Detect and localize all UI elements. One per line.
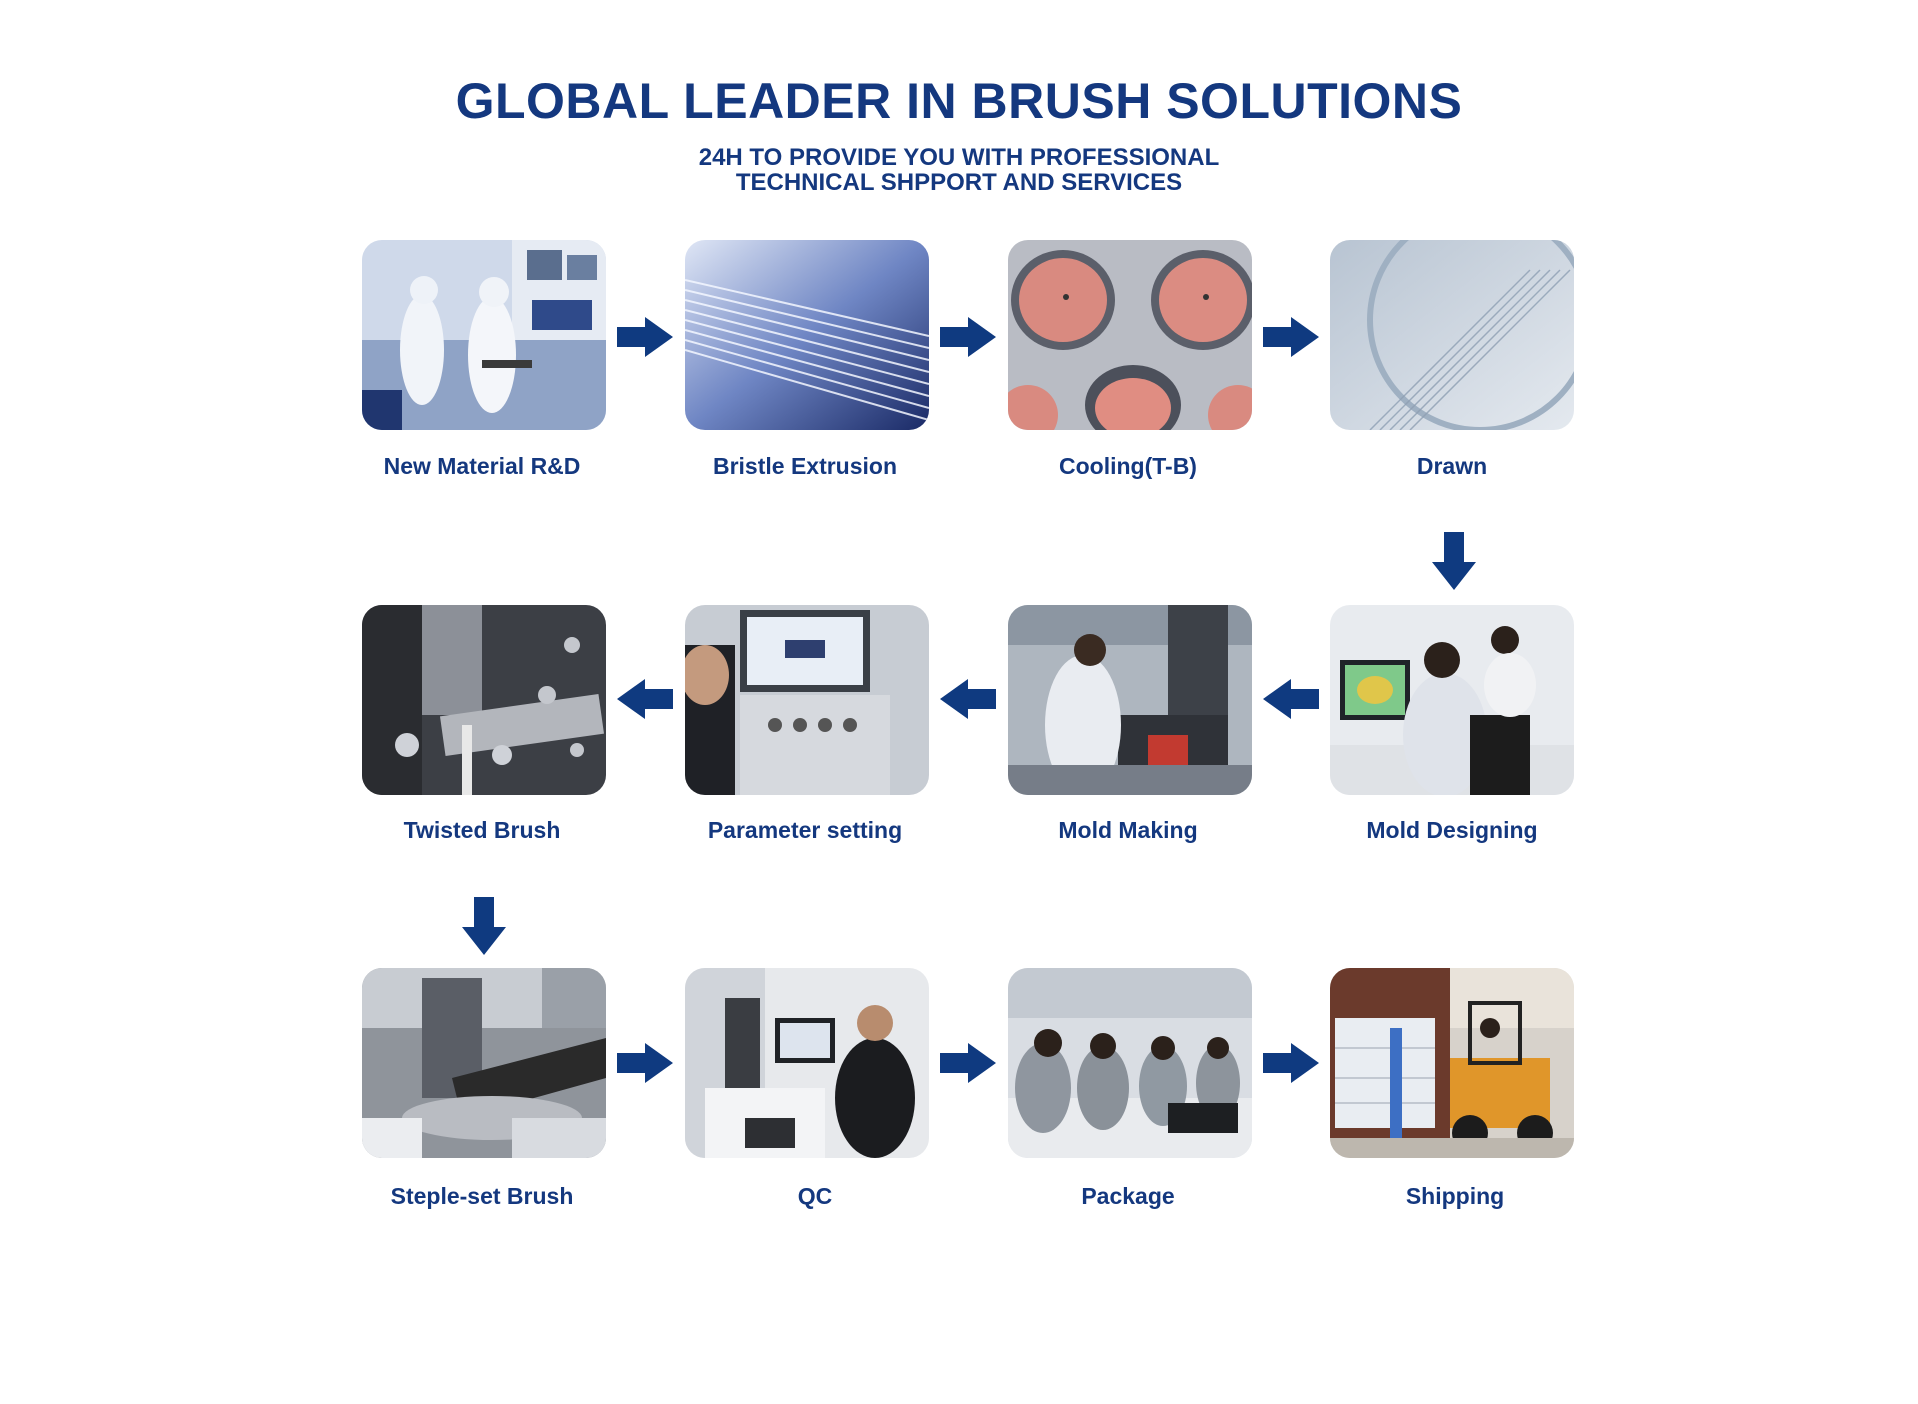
page-subtitle-line-2: TECHNICAL SHPPORT AND SERVICES (735, 169, 1183, 196)
arrow-down-icon (1432, 532, 1476, 590)
arrow-down-icon (462, 897, 506, 955)
step-label: Shipping (1405, 1183, 1505, 1209)
arrow-right-icon (1263, 317, 1319, 357)
mold-designing-photo (1330, 605, 1574, 795)
step-label: Cooling(T-B) (1059, 453, 1197, 479)
parameter-setting-photo (685, 605, 929, 795)
arrow-right-icon (940, 1043, 996, 1083)
cooling-spools-photo (1008, 240, 1252, 430)
drawn-filament-photo (1330, 240, 1574, 430)
step-label: Mold Designing (1366, 817, 1538, 843)
step-label: Mold Making (1058, 817, 1198, 843)
step-label: Bristle Extrusion (712, 453, 898, 479)
arrow-right-icon (617, 1043, 673, 1083)
step-label: Parameter setting (707, 817, 903, 843)
arrow-left-icon (617, 679, 673, 719)
arrow-left-icon (940, 679, 996, 719)
forklift-shipping-photo (1330, 968, 1574, 1158)
step-label: Twisted Brush (403, 817, 561, 843)
twisted-brush-machine-photo (362, 605, 606, 795)
step-label: Package (1081, 1183, 1175, 1209)
step-label: Steple-set Brush (390, 1183, 574, 1209)
arrow-right-icon (940, 317, 996, 357)
mold-making-photo (1008, 605, 1252, 795)
bristle-filaments-photo (685, 240, 929, 430)
step-label: New Material R&D (383, 453, 581, 479)
arrow-left-icon (1263, 679, 1319, 719)
arrow-right-icon (1263, 1043, 1319, 1083)
step-label: QC (797, 1183, 833, 1209)
qc-inspection-photo (685, 968, 929, 1158)
page-title: GLOBAL LEADER IN BRUSH SOLUTIONS (455, 73, 1463, 129)
arrow-right-icon (617, 317, 673, 357)
packaging-line-photo (1008, 968, 1252, 1158)
page-subtitle-line-1: 24H TO PROVIDE YOU WITH PROFESSIONAL (698, 144, 1220, 171)
cleanroom-lab-photo (362, 240, 606, 430)
step-label: Drawn (1416, 453, 1488, 479)
staple-set-machine-photo (362, 968, 606, 1158)
